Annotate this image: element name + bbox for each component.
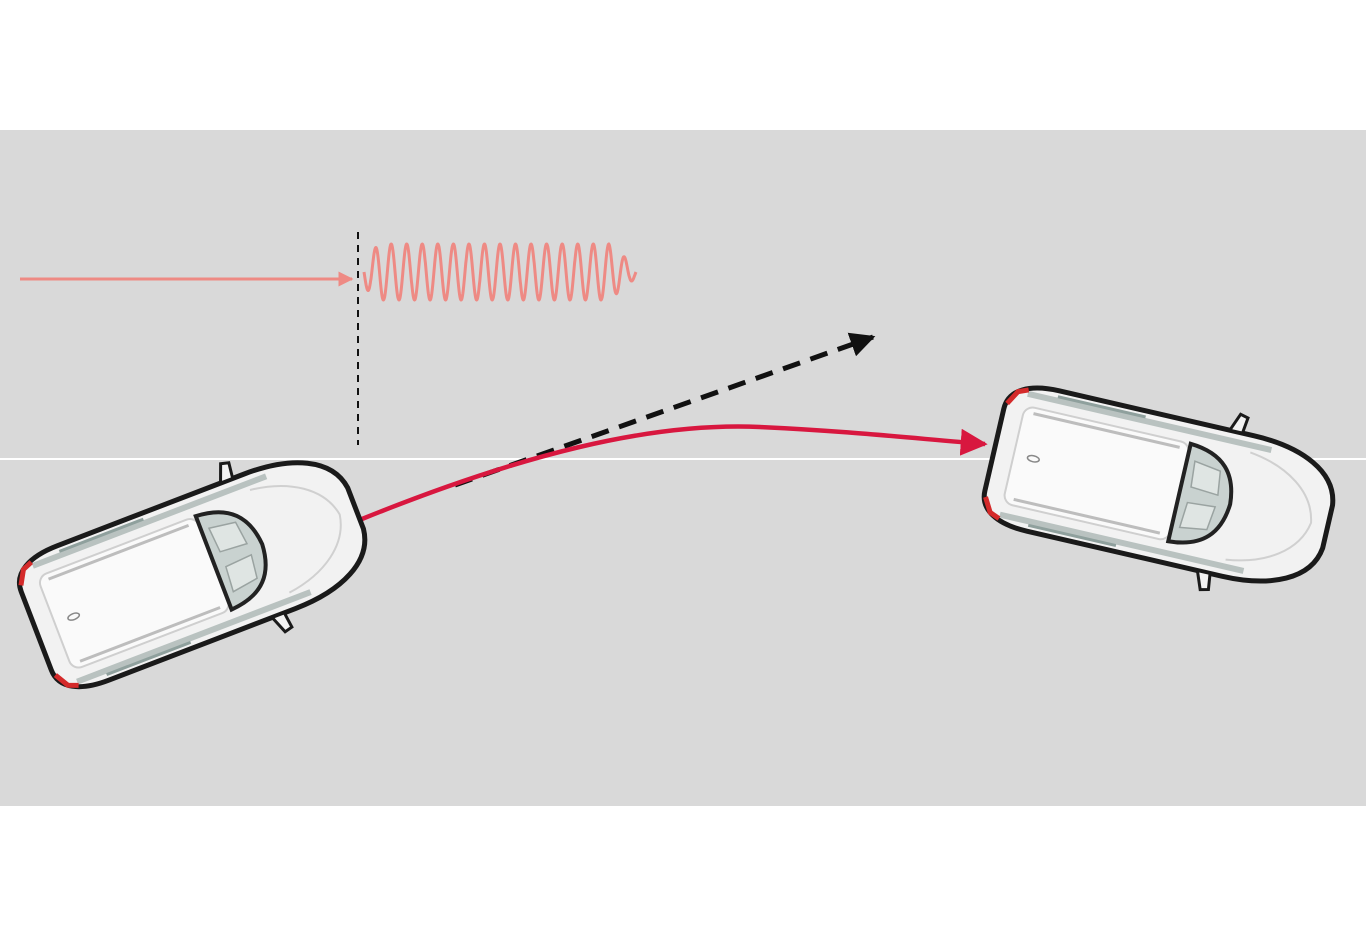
corrected-path-arrow <box>361 424 988 522</box>
vibration-wave-icon <box>362 242 638 302</box>
